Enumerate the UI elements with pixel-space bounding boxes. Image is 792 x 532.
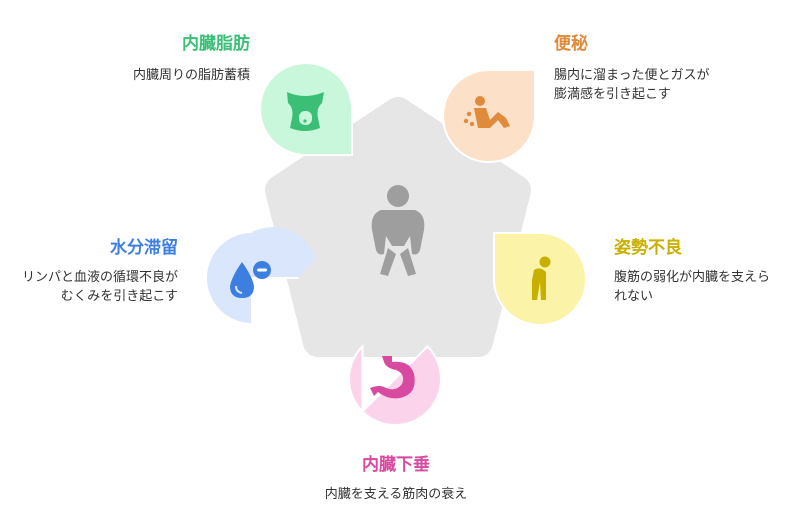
slouching-figure-icon (532, 256, 551, 300)
prolapse-badge[interactable] (330, 314, 460, 444)
visceral-fat-desc: 内臓周りの脂肪蓄積 (132, 68, 250, 83)
constipation-title: 便秘 (554, 34, 588, 54)
constipation-badge[interactable] (442, 69, 536, 163)
posture-badge[interactable] (493, 232, 587, 326)
posture-title: 姿勢不良 (614, 238, 682, 258)
torso-icon (287, 92, 324, 131)
stomach-icon (370, 356, 415, 399)
water-drop-minus-icon (230, 261, 271, 298)
water-retention-desc: リンパと血液の循環不良がむくみを引き起こす (22, 270, 179, 304)
constipation-icon (463, 96, 510, 128)
constipation-desc: 腸内に溜まった便とガスが膨満感を引き起こす (554, 68, 710, 102)
visceral-fat-badge[interactable] (259, 62, 353, 156)
person-holding-stomach-icon (371, 185, 425, 276)
prolapse-title: 内臓下垂 (362, 455, 430, 475)
prolapse-desc: 内臓を支える筋肉の衰え (324, 487, 468, 502)
visceral-fat-title: 内臓脂肪 (182, 34, 250, 54)
water-retention-badge[interactable] (205, 227, 316, 326)
posture-desc: 腹筋の弱化が内臓を支えられない (614, 270, 771, 304)
water-retention-title: 水分滞留 (110, 238, 178, 258)
